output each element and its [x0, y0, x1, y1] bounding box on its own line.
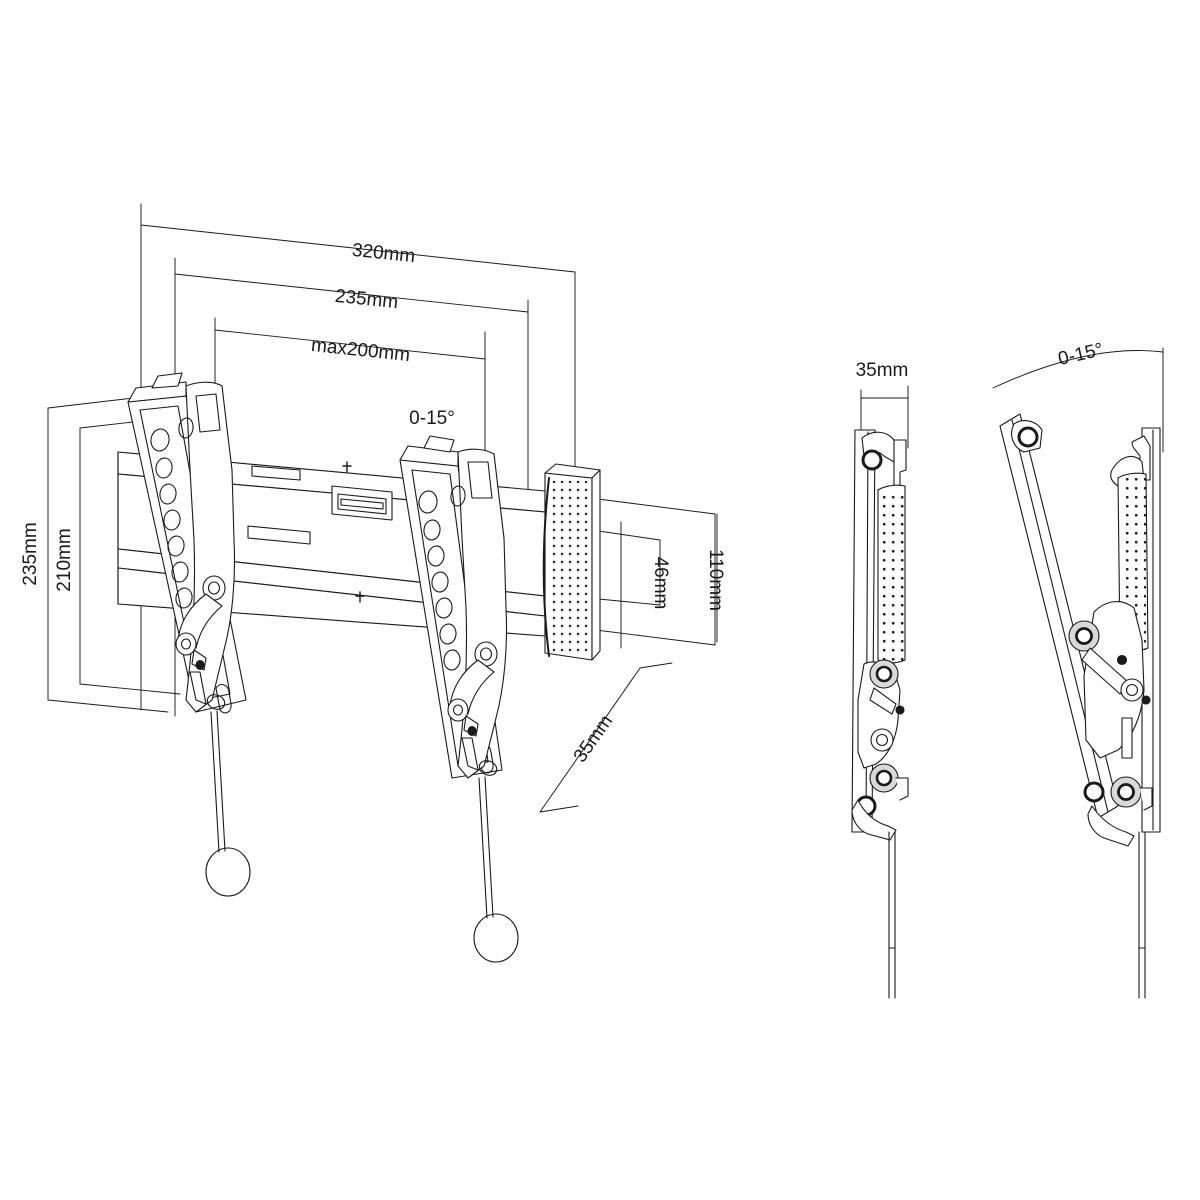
- tilt-mechanism-left: [175, 381, 236, 713]
- dimension-label-plate-height: 110mm: [705, 549, 726, 611]
- pull-cord-right: [473, 776, 519, 963]
- angle-label-tilt-front: 0-15°: [409, 408, 455, 429]
- end-cap-pad-front: [542, 463, 601, 661]
- dimension-label-depth-front: 35mm: [570, 711, 617, 766]
- dimension-label-arm-height: 210mm: [54, 528, 75, 591]
- depth-dimension-front: [539, 662, 673, 813]
- dimension-label-overall-height: 235mm: [20, 522, 41, 585]
- tilt-mechanism-right: [447, 448, 508, 779]
- angle-label-tilt-side: 0-15°: [1056, 339, 1105, 370]
- dimension-label-max-vesa-width: max200mm: [310, 335, 411, 366]
- dimension-label-inner-height: 46mm: [650, 557, 671, 610]
- side-view-tilted: [992, 347, 1164, 999]
- dimension-label-overall-width: 320mm: [351, 240, 416, 268]
- dimension-label-depth-side: 35mm: [856, 360, 909, 381]
- dimension-label-plate-width: 235mm: [334, 286, 399, 314]
- side-view-flat: [851, 385, 909, 999]
- pull-cord-left: [205, 710, 251, 897]
- horizontal-dimension-lines: [140, 224, 576, 360]
